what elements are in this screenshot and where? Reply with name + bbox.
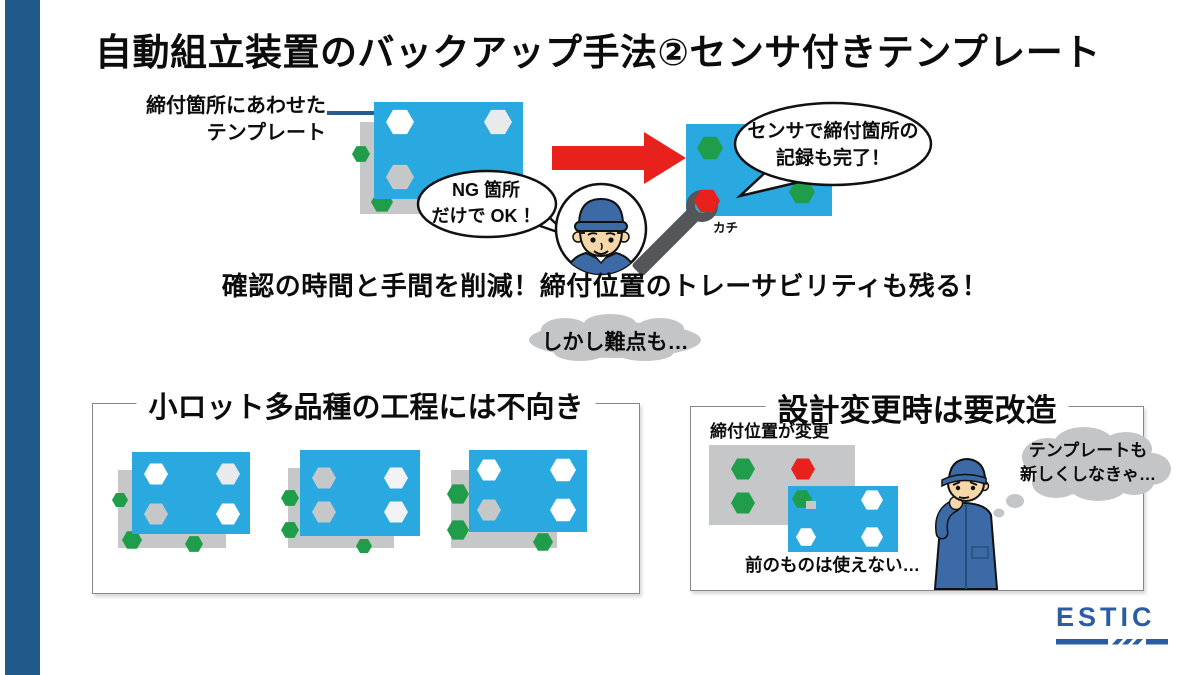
ng-bubble-text: NG 箇所 だけで OK ！ bbox=[419, 177, 553, 229]
leader-line bbox=[327, 111, 389, 115]
estic-logo: ESTIC bbox=[1056, 602, 1156, 632]
sensor-bubble-text: センサで締付箇所の 記録も完了！ bbox=[737, 119, 929, 172]
template-variant-1 bbox=[112, 452, 250, 552]
sensor-bubble-line1: センサで締付箇所の bbox=[747, 121, 919, 142]
thought-line1: テンプレートも bbox=[1028, 441, 1148, 460]
template-label-line2: テンプレート bbox=[206, 122, 326, 144]
panel-design-change-title: 設計変更時は要改造 bbox=[765, 385, 1069, 430]
template-variant-2 bbox=[281, 450, 420, 553]
sensor-speech-bubble bbox=[733, 101, 933, 199]
benefit-text: 確認の時間と手間を削減！締付位置のトレーサビリティも残る！ bbox=[221, 271, 989, 301]
page-title: 自動組立装置のバックアップ手法②センサ付きテンプレート bbox=[95, 32, 1101, 73]
thought-text: テンプレートも 新しくしなきゃ… bbox=[1012, 439, 1164, 487]
arrow-right-icon bbox=[552, 132, 686, 184]
template-label: 締付箇所にあわせた テンプレート bbox=[118, 93, 326, 147]
panel-small-lot-title: 小ロット多品種の工程には不向き bbox=[136, 384, 596, 426]
unusable-label: 前のものは使えない… bbox=[745, 555, 920, 575]
estic-logo-underline bbox=[1056, 639, 1168, 645]
thought-cloud bbox=[993, 427, 1171, 518]
panel-design-change: 設計変更時は要改造 bbox=[690, 385, 1171, 591]
ng-bubble-line1: NG 箇所 bbox=[451, 180, 520, 200]
thinking-worker bbox=[933, 457, 999, 590]
panel-small-lot: 小ロット多品種の工程には不向き bbox=[92, 384, 640, 594]
ng-bubble-line2: だけで OK ！ bbox=[431, 206, 541, 227]
sensor-bubble-line2: 記録も完了！ bbox=[775, 147, 890, 169]
worker-avatar bbox=[554, 182, 648, 276]
change-label: 締付位置が変更 bbox=[710, 422, 829, 441]
template-variant-3 bbox=[447, 450, 587, 551]
click-sfx-label: カチ bbox=[713, 221, 739, 235]
old-template-illustration bbox=[788, 486, 898, 552]
template-label-line1: 締付箇所にあわせた bbox=[146, 95, 326, 117]
accent-bar bbox=[5, 0, 40, 675]
thought-line2: 新しくしなきゃ… bbox=[1020, 464, 1156, 484]
transition-cloud bbox=[529, 314, 701, 361]
transition-bubble-text: しかし難点も… bbox=[541, 331, 689, 354]
wrench-icon bbox=[632, 189, 720, 276]
